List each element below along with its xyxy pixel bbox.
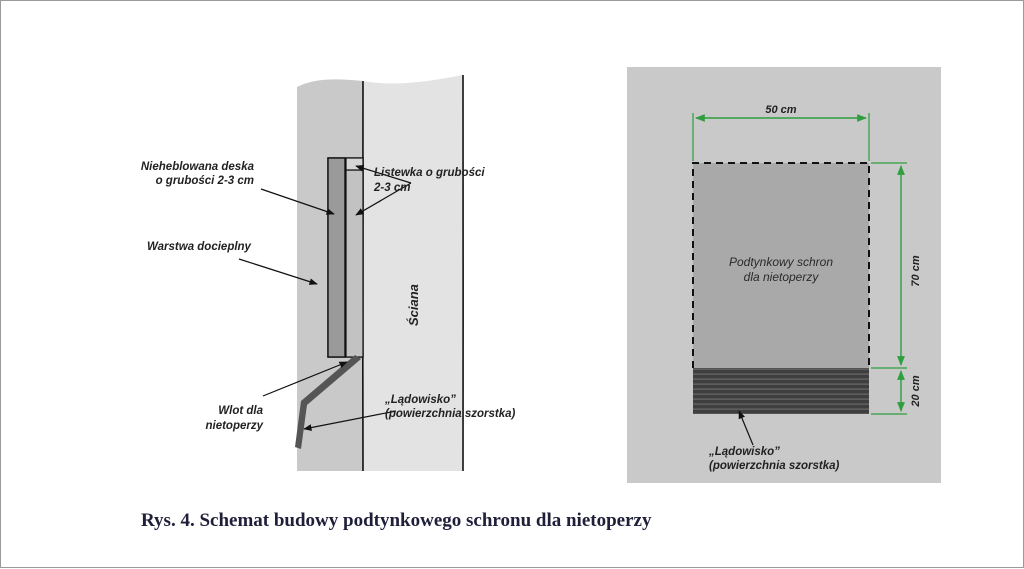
shelter-label-line1: Podtynkowy schron (729, 255, 833, 269)
front-landing-label-line2: (powierzchnia szorstka) (709, 460, 840, 472)
landing-label-line1: „Lądowisko” (384, 394, 456, 406)
insulation-arrow (238, 258, 318, 285)
top-strip (345, 157, 364, 171)
width-label: 50 cm (765, 104, 796, 116)
spacer-strip (345, 169, 364, 358)
front-landing-arrow (738, 410, 754, 446)
strip-arrow-2 (355, 182, 412, 216)
strip-arrow-1 (355, 165, 412, 184)
front-view: 50 cm 70 cm 20 cm Podtynkowy schron dla … (627, 67, 941, 483)
insulation-label: Warstwa docieplny (147, 241, 252, 253)
wall-layer (363, 75, 463, 471)
landing-arrow (303, 410, 397, 431)
board-label-line2: o grubości 2-3 cm (156, 175, 254, 187)
landing-area (693, 368, 869, 414)
entrance-label-line1: Wlot dla (218, 405, 263, 417)
shelter-area (693, 163, 869, 368)
side-section-view: Nieheblowana deska o grubości 2-3 cm Lis… (141, 74, 516, 472)
board-arrow (260, 188, 335, 215)
front-landing-label-line1: „Lądowisko” (708, 446, 780, 458)
strip-label-line2: 2-3 cm (373, 182, 410, 194)
landing-ramp (295, 355, 361, 449)
figure-caption: Rys. 4. Schemat budowy podtynkowego schr… (141, 510, 652, 531)
wall-label: Ściana (406, 284, 421, 326)
height-label: 70 cm (910, 255, 922, 286)
entrance-label-line2: nietoperzy (205, 420, 263, 432)
board-label-line1: Nieheblowana deska (141, 161, 255, 173)
shelter-dashed-outline (692, 162, 870, 368)
entrance-arrow (262, 361, 348, 397)
unplaned-board (327, 157, 346, 358)
landing-label-line2: (powierzchnia szorstka) (385, 408, 516, 420)
landing-height-label: 20 cm (910, 375, 922, 407)
strip-label-line1: Listewka o grubości (374, 167, 485, 179)
shelter-label-line2: dla nietoperzy (744, 270, 820, 284)
wall-back-line (461, 74, 465, 472)
